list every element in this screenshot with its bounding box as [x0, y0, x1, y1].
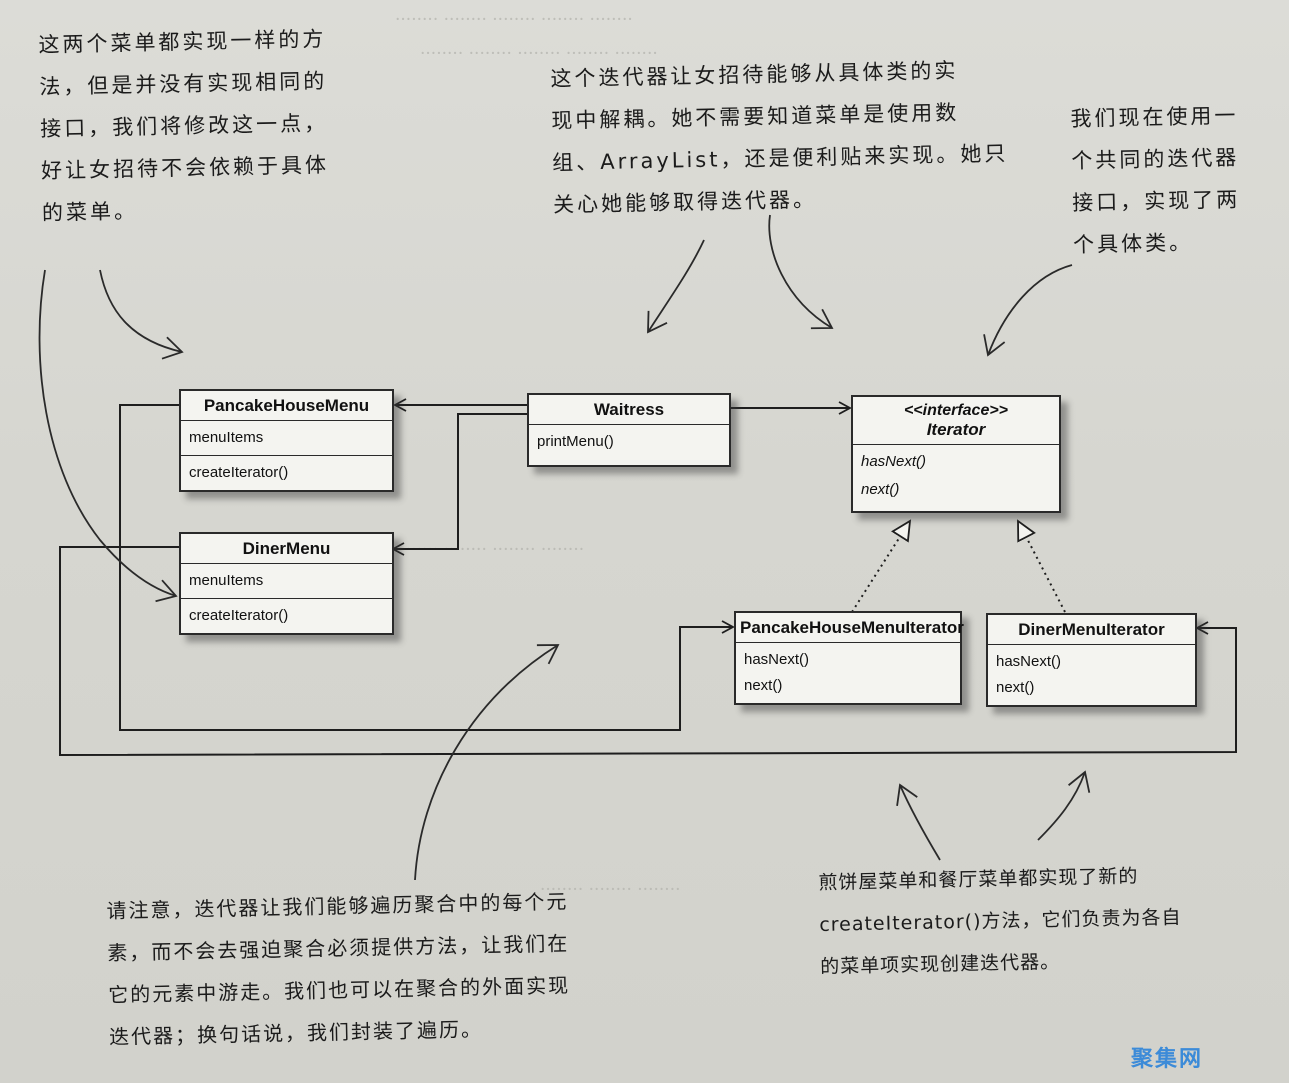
interface-name: Iterator — [926, 420, 986, 439]
note-line: 这两个菜单都实现一样的方 — [38, 26, 327, 57]
note-arrow-top-left-1 — [99, 269, 184, 360]
note-bottom-right: 煎饼屋菜单和餐厅菜单都实现了新的 createIterator()方法，它们负责… — [818, 854, 1183, 988]
class-pancake-house-menu-iterator: PancakeHouseMenuIterator hasNext() next(… — [734, 611, 964, 705]
note-arrow-bottom-left — [414, 644, 560, 881]
note-line: 个共同的迭代器 — [1071, 145, 1240, 173]
class-name: PancakeHouseMenu — [181, 391, 392, 421]
stereotype-label: <<interface>> — [903, 402, 1009, 419]
field: menuItems — [189, 572, 264, 589]
note-bottom-left: 请注意，迭代器让我们能够遍历聚合中的每个元 素，而不会去强迫聚合必须提供方法，让… — [106, 880, 571, 1058]
note-line: 我们现在使用一 — [1070, 103, 1239, 131]
class-fields: menuItems — [181, 421, 392, 456]
method: hasNext() — [744, 651, 810, 668]
bleed-through-text: ········ ········ ········ ········ — [395, 540, 585, 560]
field: menuItems — [189, 429, 264, 446]
bleed-through-text: ········ ········ ········ ········ ····… — [395, 10, 633, 30]
note-line: 法，但是并没有实现相同的 — [39, 68, 328, 99]
waitress-to-diner-menu — [391, 413, 527, 556]
note-line: createIterator()方法，它们负责为各自 — [819, 906, 1182, 936]
class-methods: hasNext() next() — [736, 643, 960, 703]
note-top-center: 这个迭代器让女招待能够从具体类的实 现中解耦。她不需要知道菜单是使用数 组、Ar… — [550, 48, 1010, 226]
class-name: PancakeHouseMenuIterator — [736, 613, 964, 643]
class-waitress: Waitress printMenu() — [527, 393, 731, 467]
bleed-through-text: ········ ········ ········ — [540, 880, 681, 900]
note-line: 好让女招待不会依赖于具体 — [40, 152, 330, 183]
note-line: 的菜单。 — [41, 198, 139, 225]
note-top-left: 这两个菜单都实现一样的方 法，但是并没有实现相同的 接口，我们将修改这一点， 好… — [38, 18, 330, 234]
class-methods: createIterator() — [181, 599, 392, 633]
note-arrow-top-center-2 — [768, 214, 834, 330]
pancake-menu-to-pancake-iterator — [119, 404, 735, 731]
note-line: 接口，我们将修改这一点， — [39, 110, 329, 141]
method: createIterator() — [189, 607, 289, 624]
pancake-iterator-implements — [851, 519, 912, 613]
interface-methods: hasNext() next() — [853, 445, 1059, 511]
note-line: 个具体类。 — [1072, 230, 1194, 257]
class-name: Waitress — [529, 395, 729, 425]
note-top-right: 我们现在使用一 个共同的迭代器 接口，实现了两 个具体类。 — [1070, 94, 1241, 265]
interface-header: <<interface>> Iterator — [853, 397, 1059, 445]
note-arrow-top-left-2 — [38, 269, 178, 603]
interface-iterator: <<interface>> Iterator hasNext() next() — [851, 395, 1061, 513]
class-pancake-house-menu: PancakeHouseMenu menuItems createIterato… — [179, 389, 394, 492]
note-arrow-top-center-1 — [647, 239, 705, 334]
note-arrow-top-right — [983, 264, 1073, 357]
diner-menu-to-diner-iterator — [59, 546, 1237, 757]
class-name: DinerMenuIterator — [988, 615, 1195, 645]
note-line: 接口，实现了两 — [1071, 187, 1241, 215]
note-arrow-bottom-right-2 — [1037, 770, 1091, 841]
note-line: 的菜单项实现创建迭代器。 — [819, 950, 1061, 978]
note-arrow-bottom-right-1 — [896, 783, 941, 861]
method: next() — [996, 679, 1035, 696]
method: hasNext() — [996, 653, 1062, 670]
method: next() — [744, 677, 783, 694]
class-methods: printMenu() — [529, 425, 729, 465]
class-diner-menu-iterator: DinerMenuIterator hasNext() next() — [986, 613, 1197, 707]
class-name: DinerMenu — [181, 534, 392, 564]
method: createIterator() — [189, 464, 289, 481]
class-methods: hasNext() next() — [988, 645, 1195, 705]
class-methods: createIterator() — [181, 456, 392, 490]
watermark: 聚集网 — [1130, 1047, 1203, 1072]
method: printMenu() — [537, 433, 614, 450]
diner-iterator-implements — [1017, 519, 1066, 613]
method: hasNext() — [861, 453, 927, 470]
class-diner-menu: DinerMenu menuItems createIterator() — [179, 532, 394, 635]
bleed-through-text: ········ ········ ········ ········ ····… — [420, 44, 658, 64]
class-fields: menuItems — [181, 564, 392, 599]
method: next() — [861, 481, 900, 498]
